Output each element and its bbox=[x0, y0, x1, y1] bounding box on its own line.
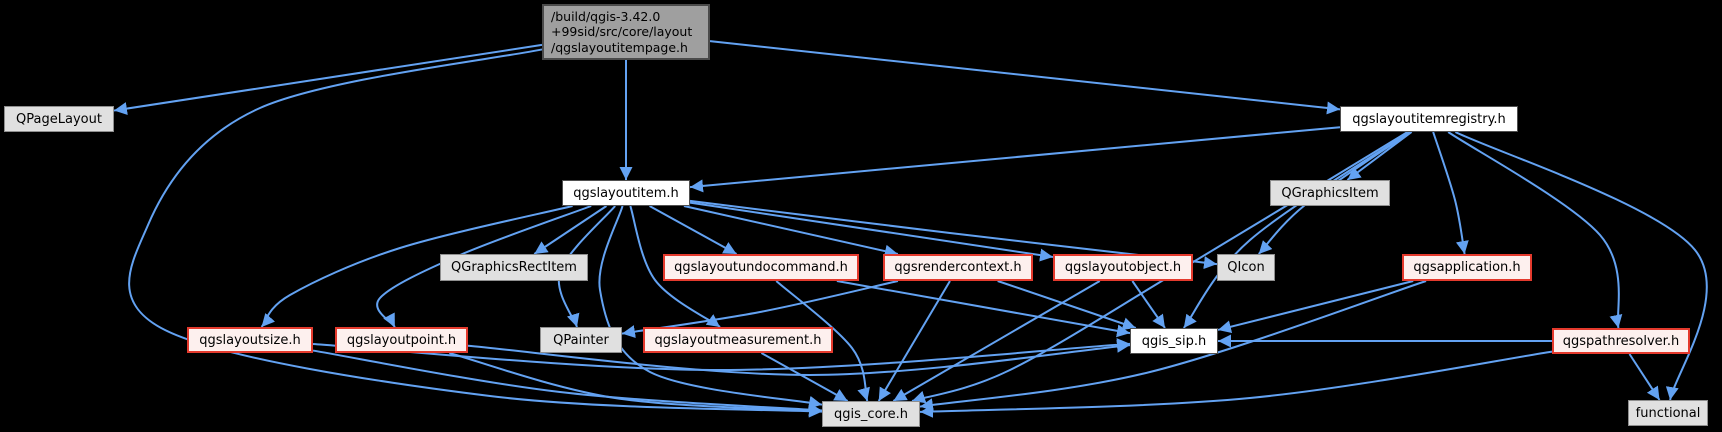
node-label: QPageLayout bbox=[16, 111, 102, 127]
edge-registry-functional bbox=[1454, 131, 1708, 401]
node-qicon: QIcon bbox=[1217, 254, 1275, 281]
edge-measurement-core bbox=[760, 352, 849, 402]
node-label: qgslayoutitemregistry.h bbox=[1352, 111, 1506, 127]
edge-size-core bbox=[312, 349, 823, 417]
node-label: functional bbox=[1635, 405, 1701, 421]
node-label: qgspathresolver.h bbox=[1562, 333, 1680, 349]
edge-registry-sip bbox=[1182, 131, 1411, 329]
node-label: qgslayoutitem.h bbox=[573, 185, 679, 201]
node-label: qgsapplication.h bbox=[1413, 260, 1521, 275]
edge-undocommand-sip bbox=[836, 280, 1131, 338]
node-qpagelayout: QPageLayout bbox=[4, 106, 114, 132]
node-layoutitem[interactable]: qgslayoutitem.h bbox=[562, 180, 690, 206]
edge-pathresolver-functional bbox=[1628, 353, 1661, 401]
edge-rendercontext-sip bbox=[997, 280, 1137, 330]
node-label: qgslayoutpoint.h bbox=[346, 332, 457, 348]
node-label: qgslayoutmeasurement.h bbox=[654, 332, 822, 348]
edge-rendercontext-core bbox=[877, 280, 951, 402]
edge-page-registry bbox=[709, 40, 1341, 115]
edge-layoutitem-point bbox=[376, 205, 592, 328]
edge-registry-qgraphicsitem bbox=[1346, 131, 1413, 181]
node-label: QIcon bbox=[1227, 260, 1265, 275]
edge-layoutobject-core bbox=[892, 280, 1101, 402]
node-qgraphicsrectitem: QGraphicsRectItem bbox=[440, 254, 588, 281]
node-point[interactable]: qgslayoutpoint.h bbox=[335, 327, 468, 353]
edge-registry-application bbox=[1432, 131, 1469, 255]
node-functional: functional bbox=[1628, 400, 1708, 426]
edge-layoutobject-sip bbox=[1131, 280, 1166, 329]
edge-layoutitem-measurement bbox=[629, 205, 721, 328]
edge-application-sip bbox=[1217, 280, 1414, 334]
edge-layoutitem-core bbox=[598, 205, 823, 409]
edge-point-sip bbox=[467, 339, 1131, 377]
edge-layoutitem-qgraphicsrectitem bbox=[533, 205, 608, 255]
node-core: qgis_core.h bbox=[822, 401, 920, 427]
edge-layoutitem-layoutobject bbox=[689, 201, 1054, 262]
node-label: qgis_core.h bbox=[834, 406, 908, 422]
node-label: QPainter bbox=[553, 332, 609, 348]
node-layoutobject[interactable]: qgslayoutobject.h bbox=[1053, 254, 1193, 281]
edge-page-core bbox=[128, 48, 823, 418]
node-sip[interactable]: qgis_sip.h bbox=[1130, 328, 1218, 354]
node-rendercontext[interactable]: qgsrendercontext.h bbox=[883, 254, 1033, 281]
node-qgraphicsitem: QGraphicsItem bbox=[1270, 180, 1390, 206]
edge-undocommand-core bbox=[775, 280, 870, 402]
node-label: QGraphicsItem bbox=[1281, 185, 1379, 201]
edge-pathresolver-core bbox=[919, 350, 1553, 418]
node-pathresolver[interactable]: qgspathresolver.h bbox=[1552, 328, 1690, 354]
edge-page-qpagelayout bbox=[113, 43, 543, 116]
edge-application-core bbox=[919, 280, 1427, 412]
node-label: qgslayoutobject.h bbox=[1064, 260, 1182, 275]
node-label-line: +99sid/src/core/layout bbox=[551, 24, 693, 40]
node-label-line: /qgslayoutitempage.h bbox=[551, 39, 688, 55]
edge-point-core bbox=[449, 352, 823, 417]
node-application[interactable]: qgsapplication.h bbox=[1402, 254, 1532, 281]
node-label: qgslayoutundocommand.h bbox=[674, 260, 848, 275]
node-registry[interactable]: qgslayoutitemregistry.h bbox=[1340, 106, 1518, 132]
edge-registry-pathresolver bbox=[1447, 131, 1623, 329]
edge-layoutitem-rendercontext bbox=[683, 205, 899, 258]
node-label-line: /build/qgis-3.42.0 bbox=[551, 8, 661, 24]
node-size[interactable]: qgslayoutsize.h bbox=[187, 327, 313, 353]
node-label: QGraphicsRectItem bbox=[451, 260, 577, 275]
edge-layoutitem-size bbox=[260, 205, 573, 328]
node-measurement[interactable]: qgslayoutmeasurement.h bbox=[643, 327, 833, 353]
node-label: qgis_sip.h bbox=[1141, 333, 1207, 349]
node-qpainter: QPainter bbox=[540, 327, 622, 353]
node-label: qgslayoutsize.h bbox=[199, 332, 301, 348]
edge-registry-layoutitem bbox=[689, 126, 1341, 193]
edge-layoutitem-undocommand bbox=[649, 205, 738, 255]
node-undocommand[interactable]: qgslayoutundocommand.h bbox=[663, 254, 859, 281]
node-page: /build/qgis-3.42.0+99sid/src/core/layout… bbox=[542, 4, 710, 60]
node-label: qgsrendercontext.h bbox=[894, 260, 1022, 275]
